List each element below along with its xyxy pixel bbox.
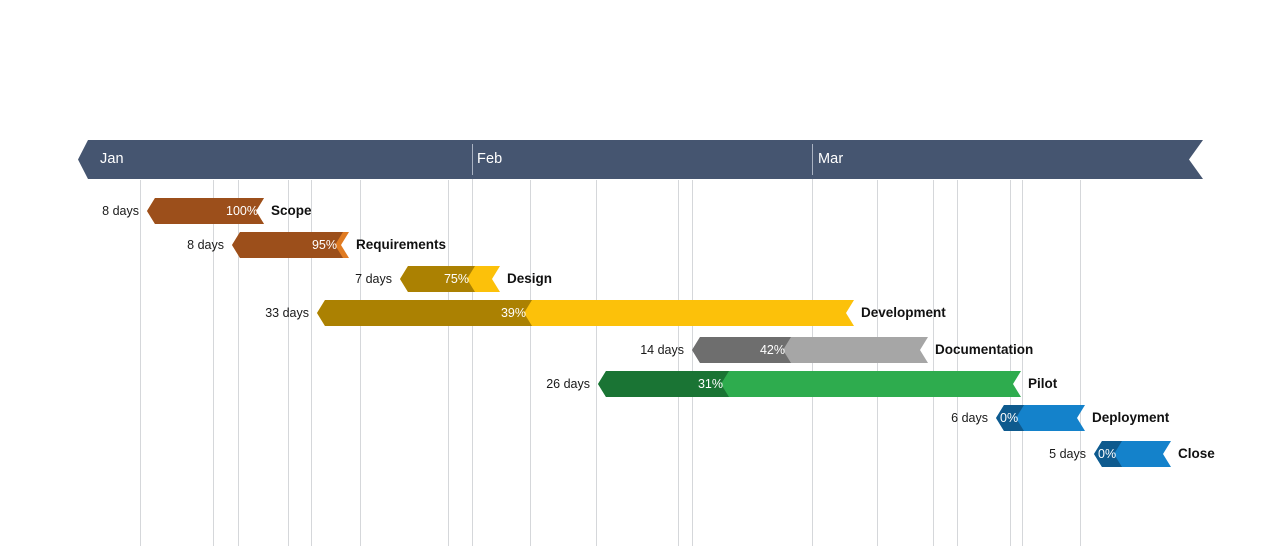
task-name-label: Design — [507, 271, 553, 286]
task-duration-label: 8 days — [187, 238, 224, 252]
month-label-mar: Mar — [818, 151, 844, 167]
task-name-label: Pilot — [1028, 376, 1058, 391]
task-duration-label: 5 days — [1049, 447, 1086, 461]
timeline-band-shape — [78, 140, 1203, 179]
task-duration-label: 26 days — [546, 377, 590, 391]
task-duration-label: 14 days — [640, 343, 684, 357]
task-duration-label: 7 days — [355, 272, 392, 286]
timeline-header-band: Jan Feb Mar — [78, 140, 1203, 179]
month-label-jan: Jan — [100, 151, 124, 167]
task-progress-bar — [232, 232, 343, 258]
task-duration-label: 8 days — [102, 204, 139, 218]
task-progress-bar — [317, 300, 532, 326]
task-duration-label: 6 days — [951, 411, 988, 425]
month-separator — [812, 144, 813, 175]
task-progress-bar — [400, 266, 475, 292]
task-name-label: Documentation — [935, 342, 1034, 357]
task-name-label: Development — [861, 305, 946, 320]
task-progress-bar — [598, 371, 729, 397]
task-name-label: Requirements — [356, 237, 447, 252]
task-progress-bar — [692, 337, 791, 363]
month-label-feb: Feb — [477, 151, 503, 167]
task-name-label: Scope — [271, 203, 312, 218]
task-progress-bar — [147, 198, 264, 224]
month-separator — [472, 144, 473, 175]
task-name-label: Deployment — [1092, 410, 1170, 425]
task-duration-label: 33 days — [265, 306, 309, 320]
task-name-label: Close — [1178, 446, 1215, 461]
